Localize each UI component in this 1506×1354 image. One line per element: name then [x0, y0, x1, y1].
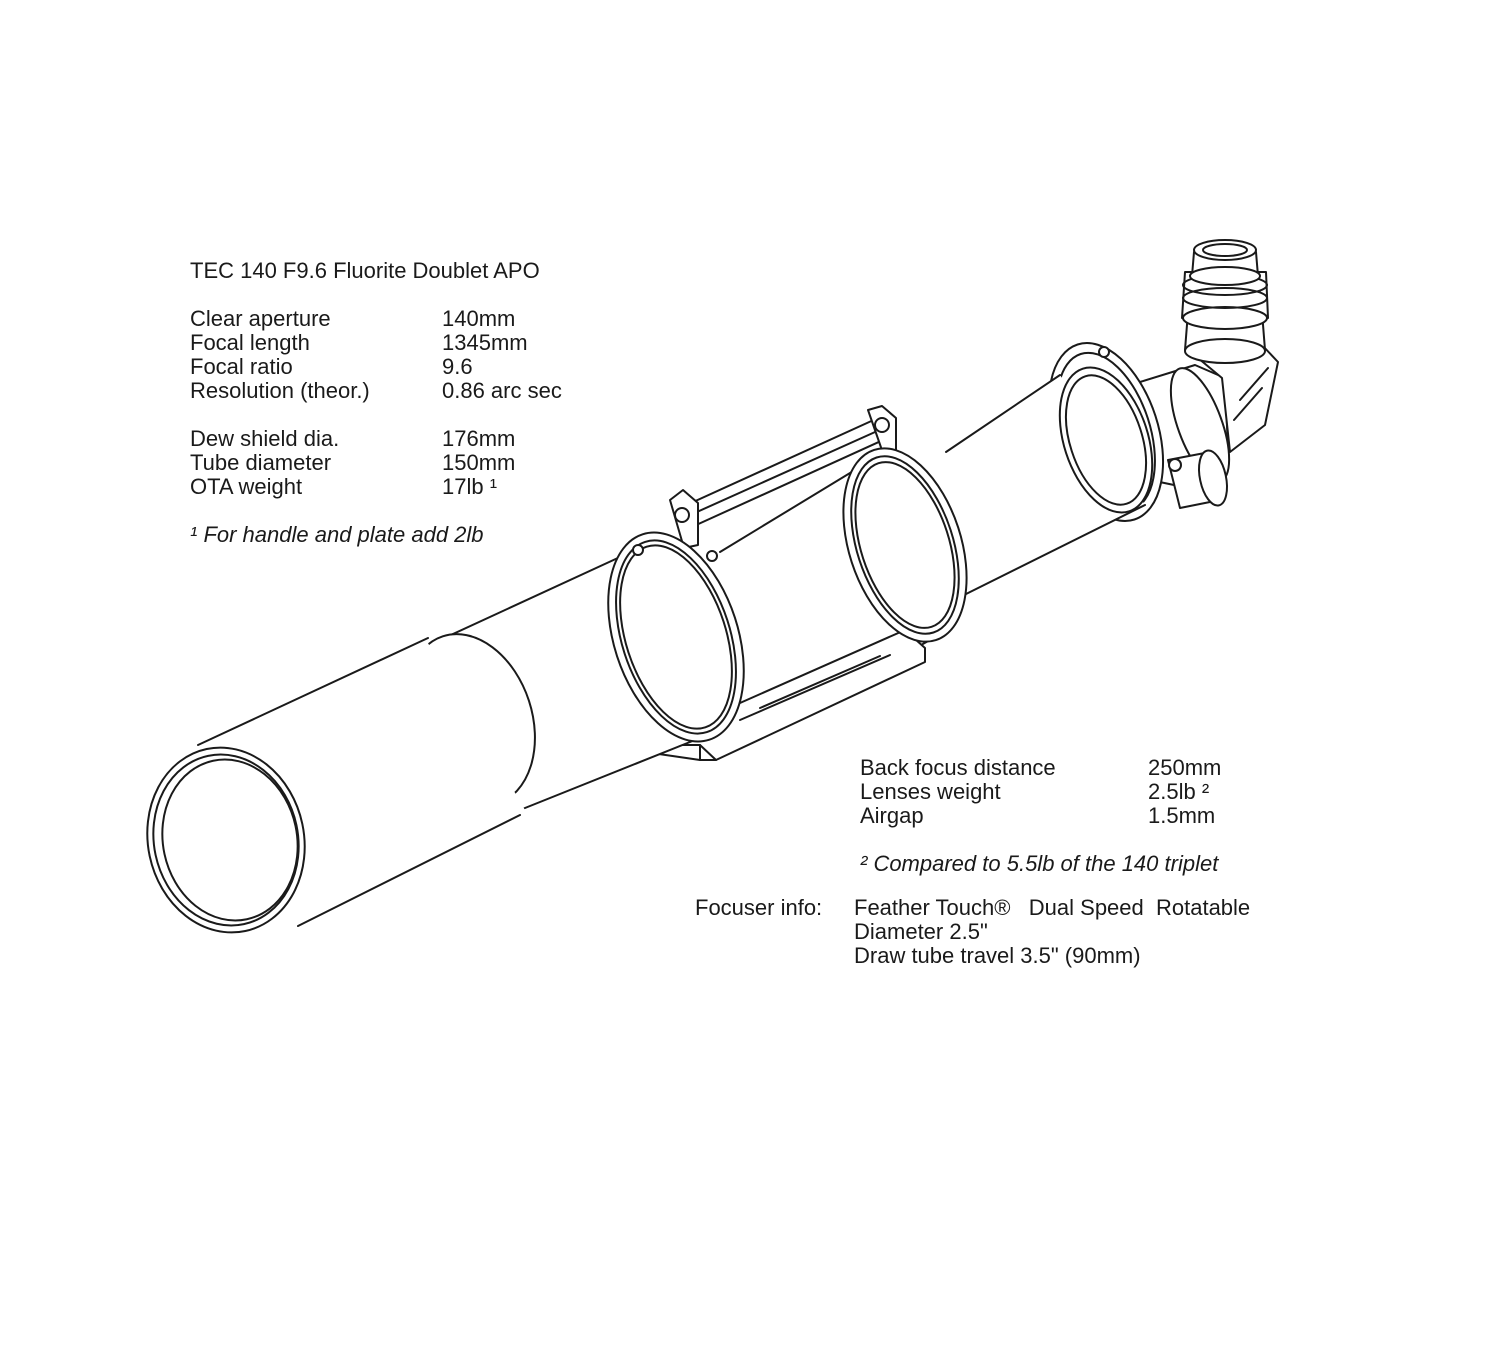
- spec-label: Resolution (theor.): [190, 378, 370, 403]
- spec-value: 250mm: [1148, 755, 1222, 780]
- dew-shield: [130, 617, 556, 947]
- spec-value: 1345mm: [442, 330, 528, 355]
- rear-tube: [946, 347, 1181, 598]
- spec-value: 176mm: [442, 426, 516, 451]
- spec-label: Focal ratio: [190, 354, 293, 379]
- carry-handle: [670, 406, 896, 548]
- focuser-line: Diameter 2.5": [854, 919, 988, 944]
- spec-label: Clear aperture: [190, 306, 331, 331]
- spec-label: Airgap: [860, 803, 924, 828]
- tube-ring-rear: [821, 433, 989, 658]
- focuser-line: Feather Touch® Dual Speed Rotatable: [854, 895, 1251, 920]
- focuser-line: Draw tube travel 3.5" (90mm): [854, 943, 1141, 968]
- spec-value: 140mm: [442, 306, 516, 331]
- spec-label: Tube diameter: [190, 450, 332, 475]
- spec-value: 2.5lb ²: [1148, 779, 1210, 804]
- spec-value: 1.5mm: [1148, 803, 1216, 828]
- spec-value: 9.6: [442, 354, 473, 379]
- spec-value: 0.86 arc sec: [442, 378, 562, 403]
- tube-ring-front: [584, 515, 769, 759]
- spec-label: Focal length: [190, 330, 310, 355]
- spec-label: OTA weight: [190, 474, 303, 499]
- spec-label: Dew shield dia.: [190, 426, 340, 451]
- footnote-handle: ¹ For handle and plate add 2lb: [190, 522, 484, 547]
- spec-title: TEC 140 F9.6 Fluorite Doublet APO: [190, 258, 540, 283]
- focuser-label: Focuser info:: [695, 895, 823, 920]
- spec-value: 150mm: [442, 450, 516, 475]
- spec-label: Back focus distance: [860, 755, 1056, 780]
- footnote-triplet: ² Compared to 5.5lb of the 140 triplet: [860, 851, 1219, 876]
- spec-label: Lenses weight: [860, 779, 1001, 804]
- spec-value: 17lb ¹: [442, 474, 498, 499]
- eyepiece: [1182, 240, 1268, 363]
